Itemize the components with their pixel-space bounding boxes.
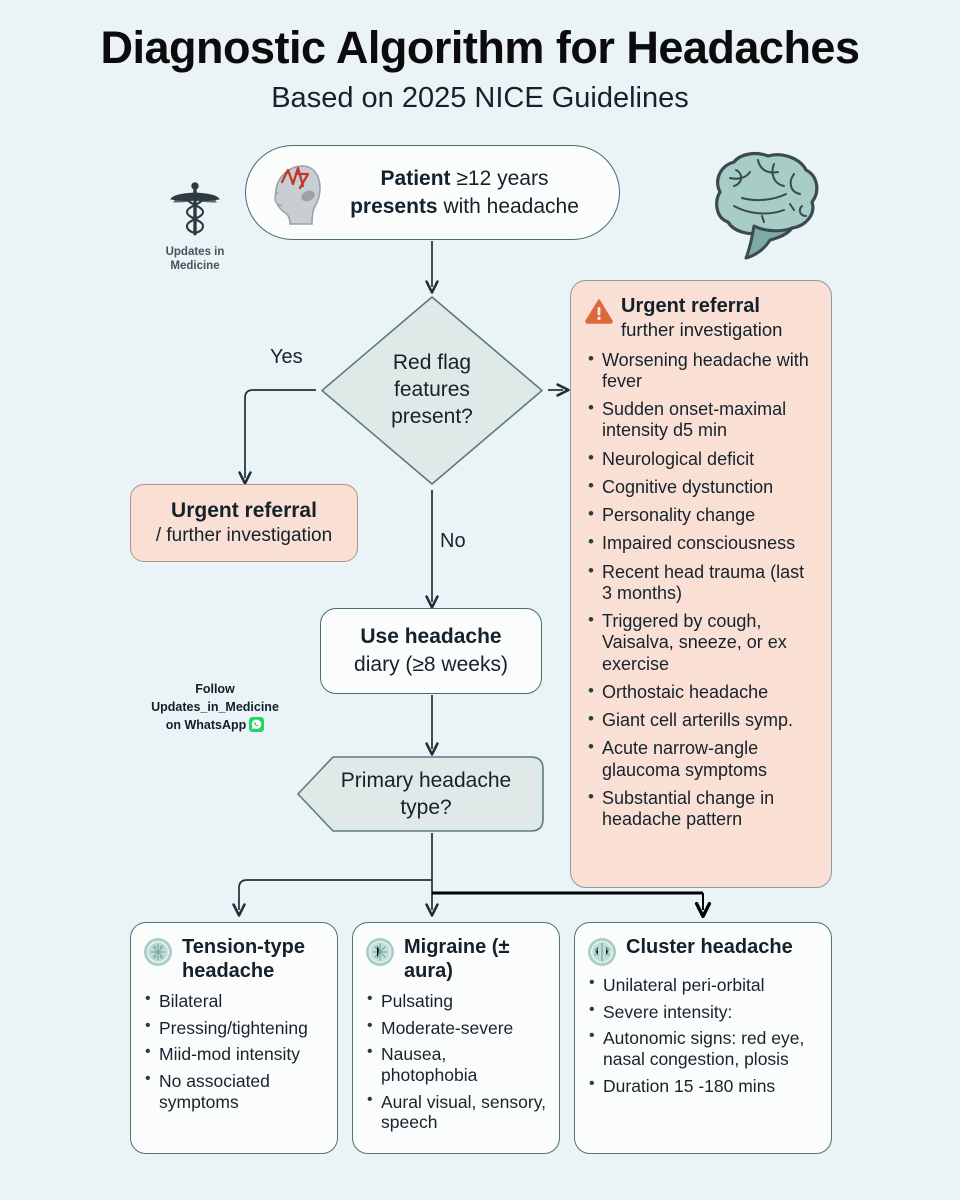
headache-type-node: Primary headache type? [295,755,545,833]
list-item: Substantial change in headache pattern [585,787,817,830]
red-flag-heading-2: further investigation [621,318,783,340]
list-item: Orthostaic headache [585,681,817,703]
list-item: Severe intensity: [587,1001,819,1023]
start-text-1: ≥12 years [450,167,549,191]
card-title: Migraine (± aura) [404,936,510,982]
urgent-referral-line1: Urgent referral [171,499,317,522]
diamond-shape [321,296,543,485]
headache-diary-node: Use headache diary (≥8 weeks) [320,608,542,694]
list-item: Worsening headache with fever [585,349,817,392]
decision-line1: Red flag [392,351,472,375]
list-item: Neurological deficit [585,448,817,470]
red-flag-panel: Urgent referral further investigation Wo… [570,280,832,888]
edge-label-no: No [440,530,466,552]
list-item: Sudden onset-maximal intensity d5 min [585,398,817,441]
edge-label-yes: Yes [270,346,303,368]
brain-circle-icon [588,938,616,966]
outcome-card-tension-type: Tension-type headache Bilateral Pressing… [130,922,338,1154]
list-item: Recent head trauma (last 3 months) [585,561,817,604]
warning-triangle-icon [585,299,613,324]
red-flag-heading-1: Urgent referral [621,295,760,317]
start-text-2: with headache [437,194,579,218]
caduceus-icon [170,182,220,236]
diary-line1: Use headache [360,625,502,649]
card-list: Unilateral peri-orbital Severe intensity… [587,974,819,1097]
list-item: Impaired consciousness [585,532,817,554]
red-flag-header: Urgent referral further investigation [585,295,817,341]
list-item: Aural visual, sensory, speech [365,1091,547,1133]
start-text-bold-1: Patient [380,167,451,191]
list-item: Unilateral peri-orbital [587,974,819,996]
outcome-card-cluster: Cluster headache Unilateral peri-orbital… [574,922,832,1154]
list-item: Triggered by cough, Vaisalva, sneeze, or… [585,610,817,675]
decision-node: Red flag features present? [318,293,546,488]
follow-line2: Updates_in_Medicine [151,700,279,715]
red-flag-list: Worsening headache with fever Sudden ons… [585,349,817,830]
page-subtitle: Based on 2025 NICE Guidelines [271,82,689,114]
brain-illustration [715,151,819,260]
follow-line1: Follow [195,682,235,696]
brain-circle-icon [366,938,394,966]
outcome-card-migraine: Migraine (± aura) Pulsating Moderate-sev… [352,922,560,1154]
list-item: Autonomic signs: red eye, nasal congesti… [587,1027,819,1069]
follow-line3: on WhatsApp [165,718,247,733]
card-list: Bilateral Pressing/tightening Miid-mod i… [143,990,325,1112]
start-text-bold-2: presents [350,194,438,218]
logo-caption-line1: Updates in [165,246,225,258]
list-item: No associated symptoms [143,1070,325,1112]
decision-line3: present? [391,404,473,428]
list-item: Cognitive dystunction [585,476,817,498]
follow-block: Follow Updates_in_Medicine on WhatsApp [130,680,300,737]
list-item: Giant cell arterills symp. [585,709,817,731]
page-title: Diagnostic Algorithm for Headaches [100,22,860,73]
brain-circle-icon [144,938,172,966]
urgent-referral-line2: / further investigation [155,525,333,547]
card-title: Tension-type headache [182,936,305,982]
headache-type-line2: type? [400,796,452,819]
whatsapp-icon[interactable] [249,717,265,737]
headache-type-line1: Primary headache [340,768,512,792]
list-item: Acute narrow-angle glaucoma symptoms [585,737,817,780]
list-item: Moderate-severe [365,1017,547,1039]
card-list: Pulsating Moderate-severe Nausea, photop… [365,990,547,1133]
diary-line2: diary (≥8 weeks) [354,653,508,676]
card-title: Cluster headache [626,936,793,958]
list-item: Nausea, photophobia [365,1043,547,1085]
hexagon-shape [297,756,544,832]
urgent-referral-node: Urgent referral / further investigation [130,484,358,562]
brand-logo-block: Updates in Medicine [140,180,250,274]
list-item: Pressing/tightening [143,1017,325,1039]
list-item: Duration 15 -180 mins [587,1075,819,1097]
list-item: Personality change [585,504,817,526]
list-item: Pulsating [365,990,547,1012]
list-item: Bilateral [143,990,325,1012]
decision-line2: features [394,378,470,402]
list-item: Miid-mod intensity [143,1043,325,1065]
head-pain-icon [274,165,321,225]
logo-caption-line2: Medicine [170,260,220,273]
